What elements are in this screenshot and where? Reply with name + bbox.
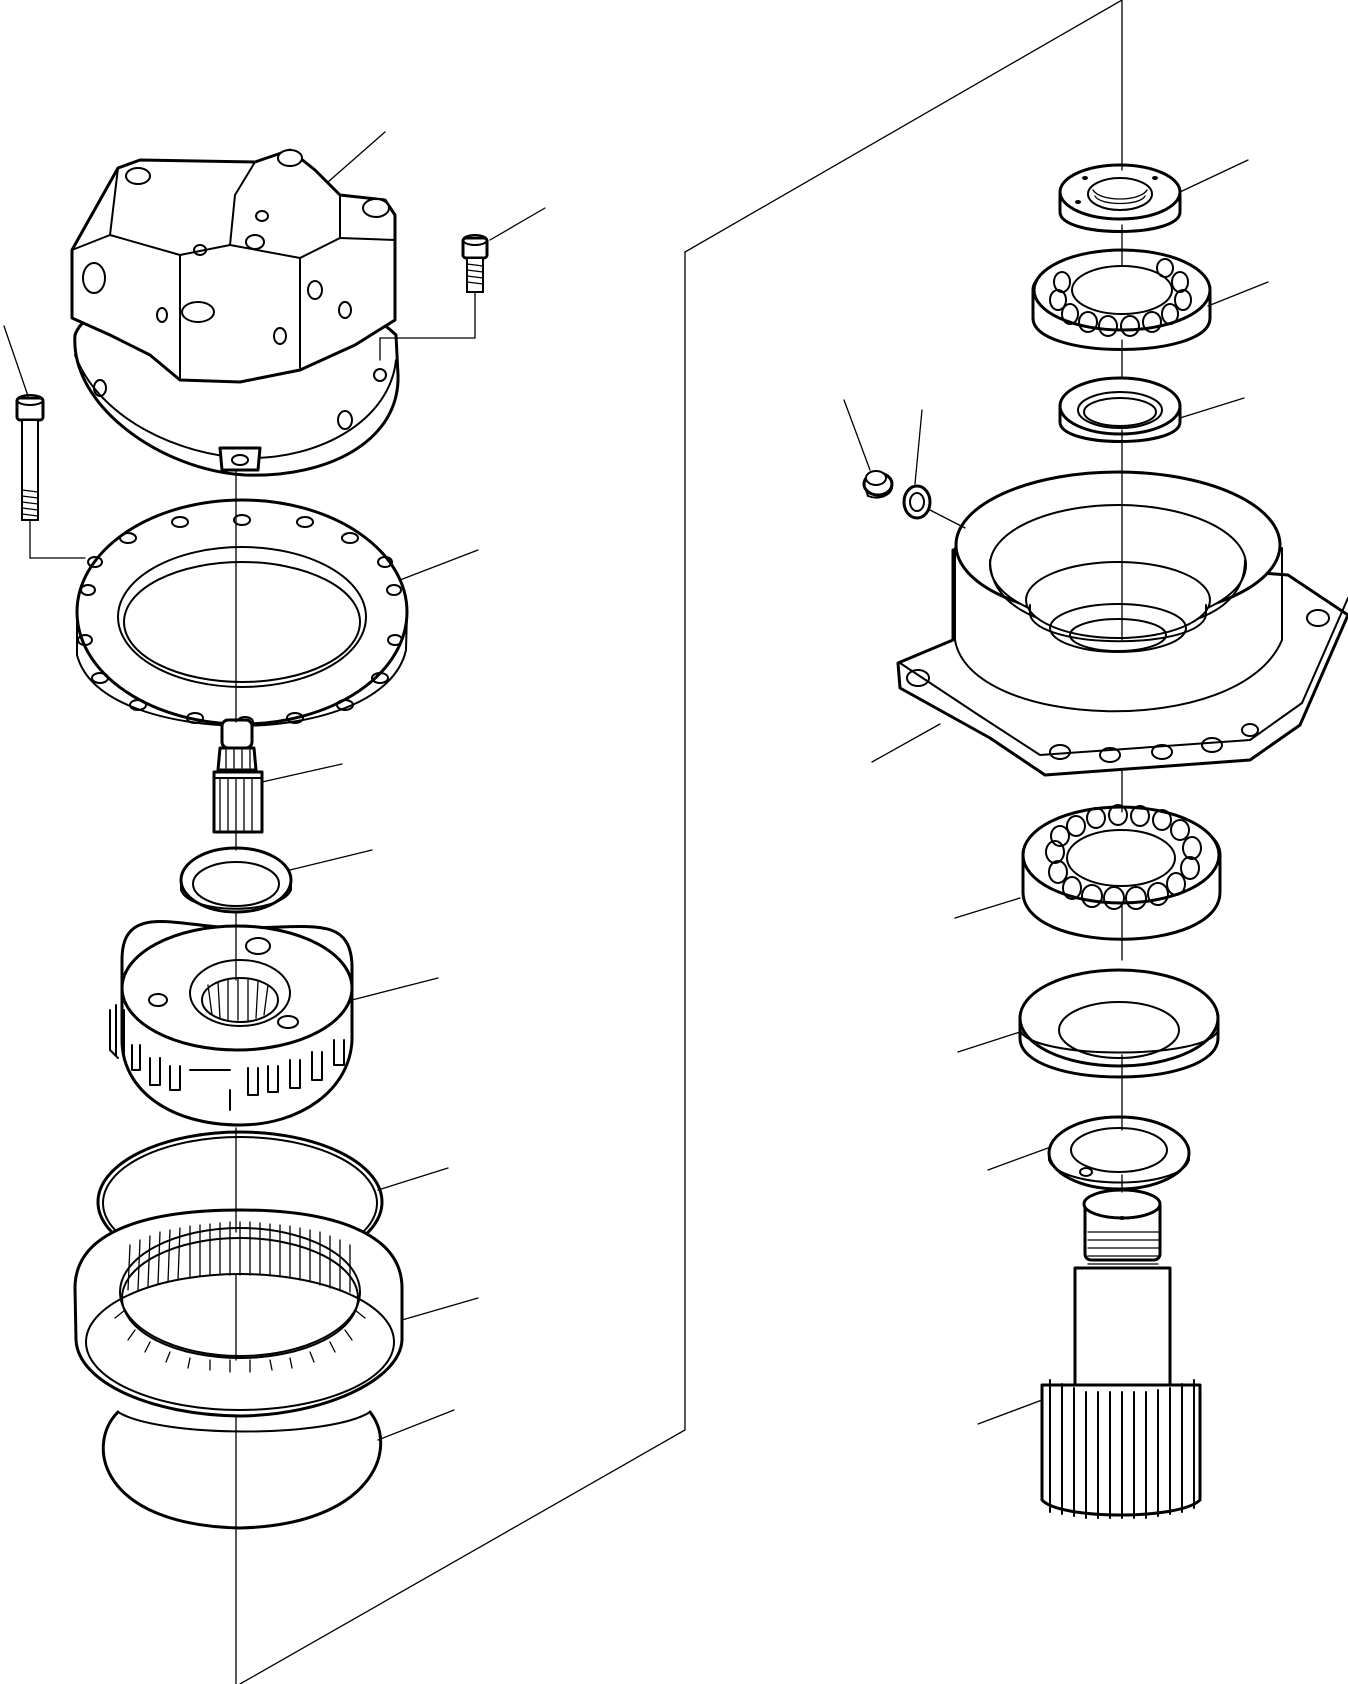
section-plane-frame — [240, 0, 1122, 1684]
oil-seal — [1060, 378, 1180, 442]
lower-roller-bearing — [1023, 805, 1220, 939]
thrust-plate — [1020, 970, 1218, 1077]
socket-bolt-long — [17, 395, 43, 520]
ring-flange — [77, 500, 407, 727]
retainer-washer — [1049, 1117, 1189, 1189]
o-ring-lower — [103, 1412, 380, 1528]
planetary-carrier — [110, 921, 352, 1125]
left-leader-lines — [4, 132, 545, 1440]
plug-gasket — [904, 486, 930, 518]
ring-gear — [75, 1210, 402, 1416]
lock-nut — [1060, 165, 1180, 232]
thrust-washer-left — [181, 848, 291, 912]
upper-roller-bearing — [1033, 250, 1210, 350]
drain-plug — [864, 471, 892, 498]
socket-bolt-short — [463, 235, 487, 292]
input-drive-shaft — [214, 720, 262, 832]
right-leader-lines — [844, 160, 1268, 1424]
output-pinion-shaft — [1042, 1190, 1200, 1518]
swing-motor-housing — [72, 150, 398, 475]
gear-case-housing — [898, 472, 1348, 775]
